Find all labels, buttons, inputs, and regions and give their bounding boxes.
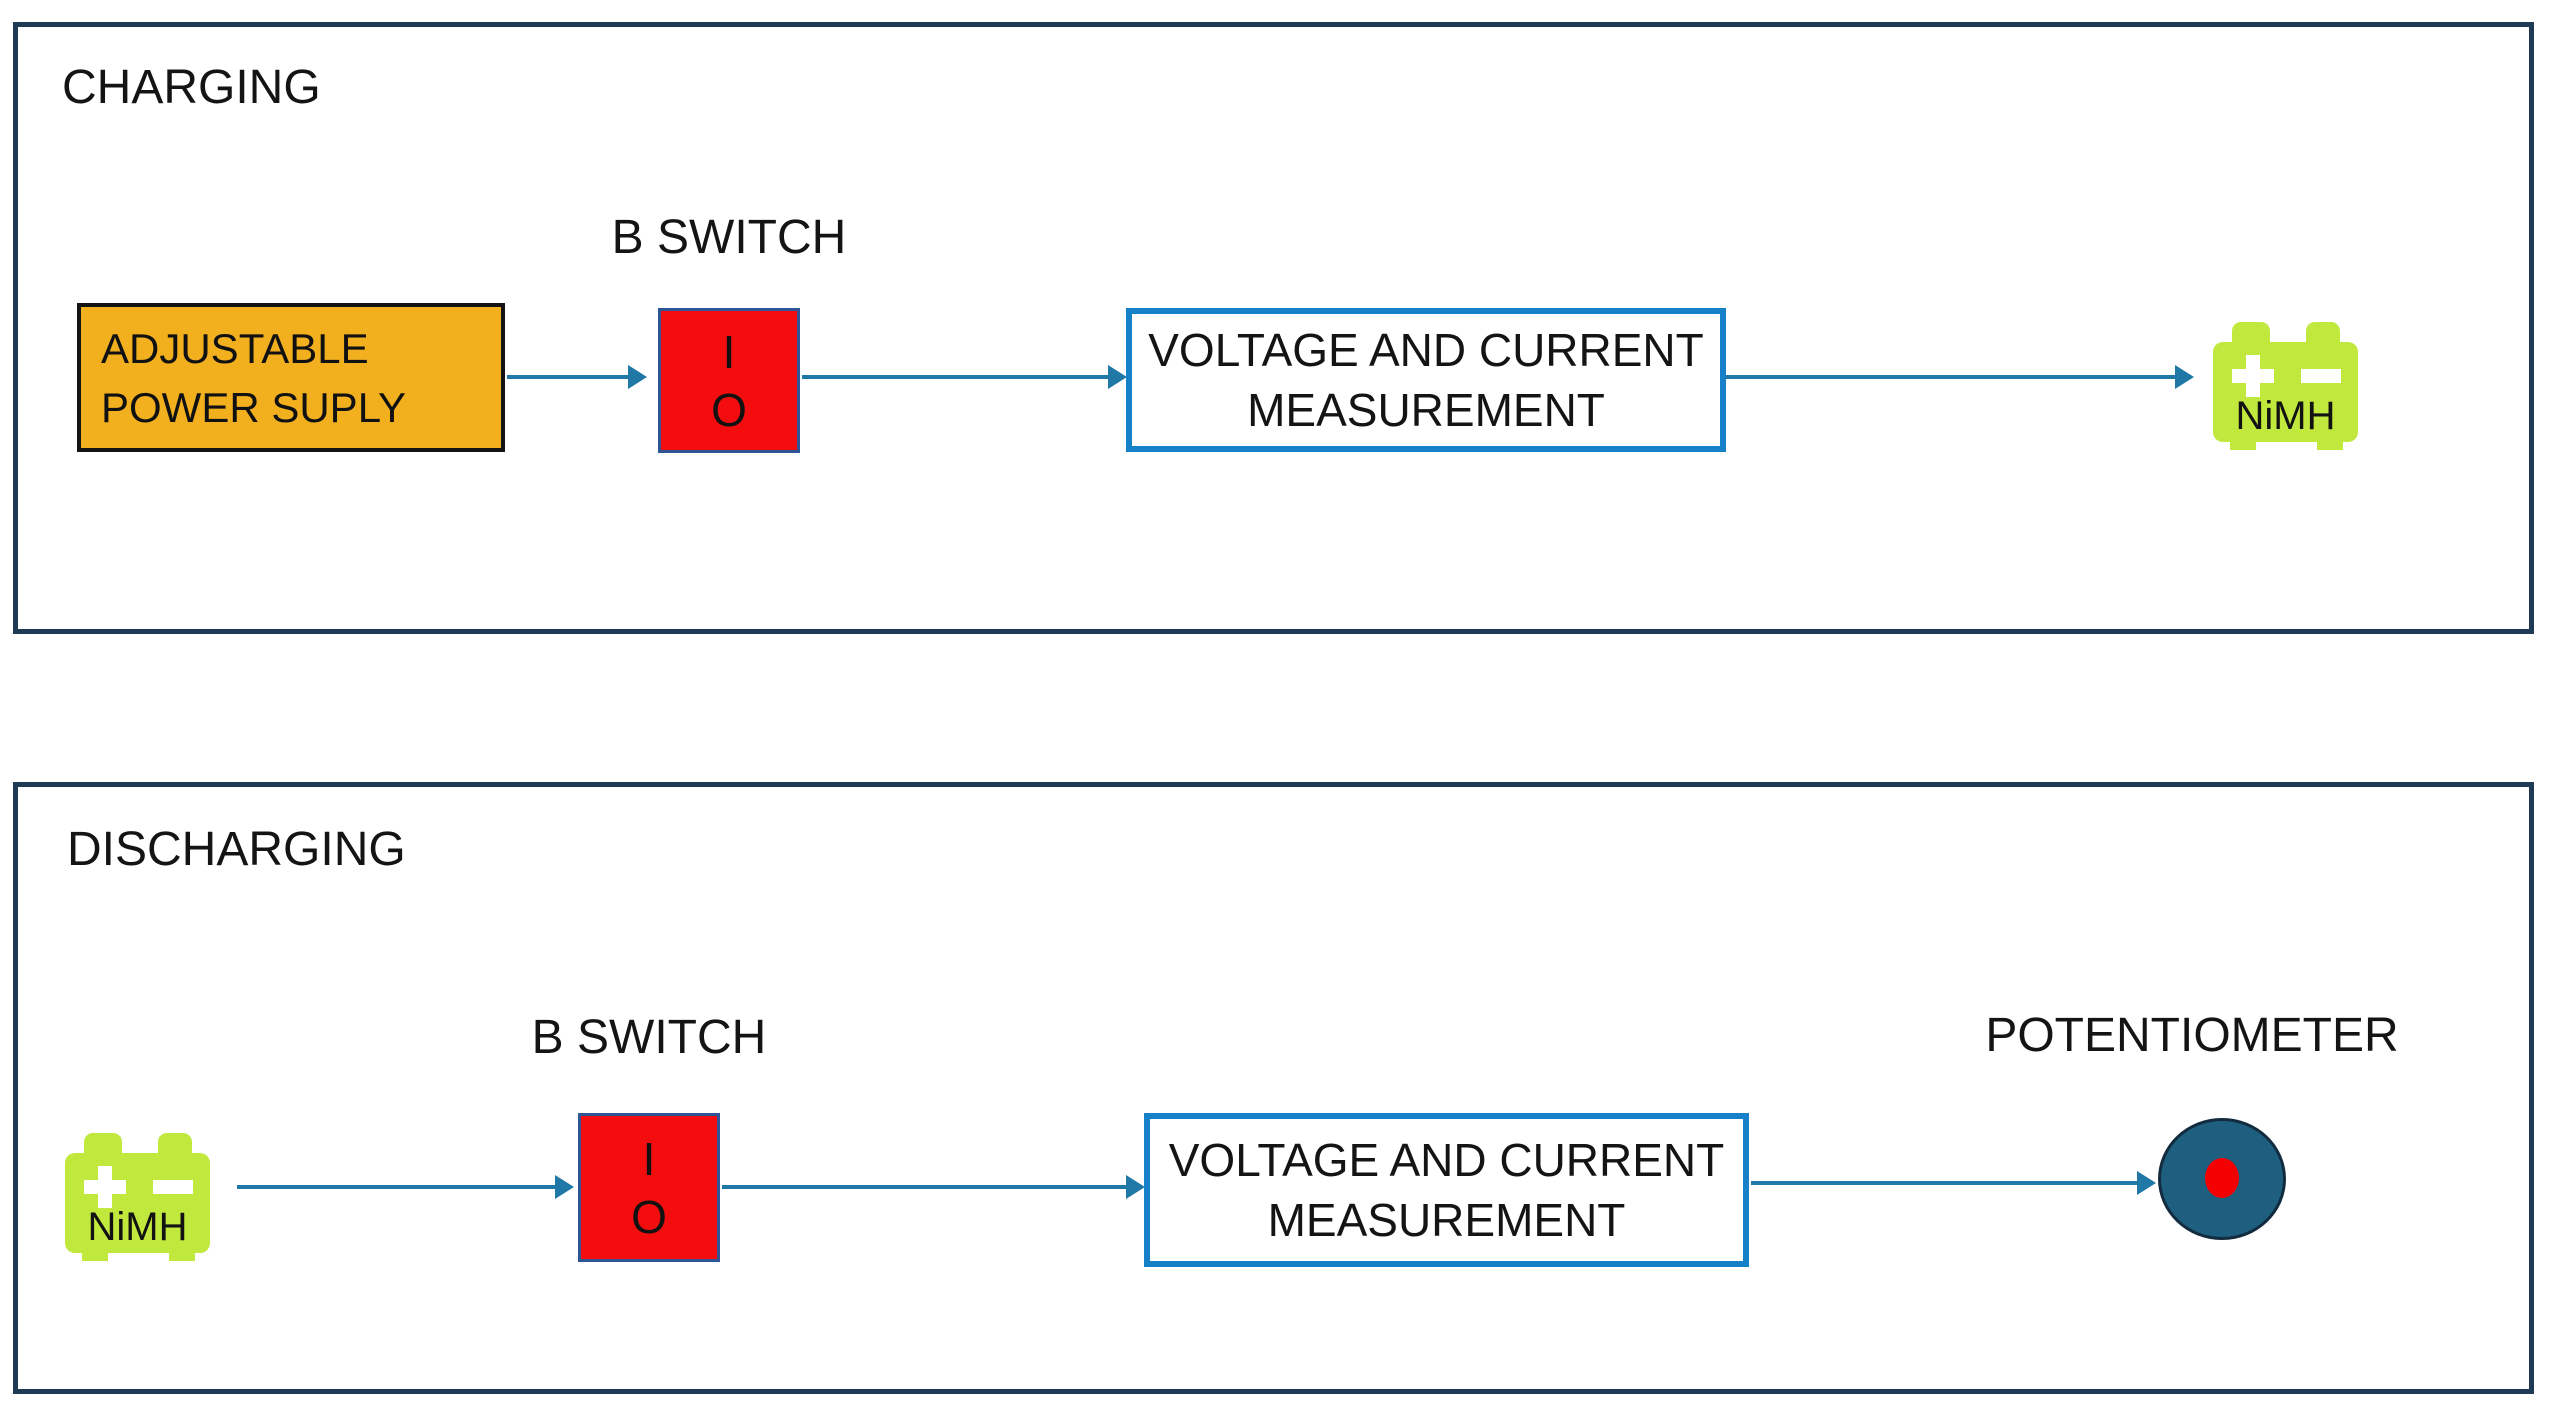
- arrow-head-icon: [555, 1175, 574, 1199]
- potentiometer-dot-icon: [2205, 1158, 2239, 1198]
- potentiometer-label: POTENTIOMETER: [1985, 1009, 2399, 1062]
- voltage-current-measurement-box: VOLTAGE AND CURRENT MEASUREMENT: [1144, 1113, 1749, 1267]
- switch-off-mark: O: [711, 383, 747, 436]
- measurement-line1: VOLTAGE AND CURRENT: [1148, 324, 1704, 376]
- arrow-head-icon: [1108, 365, 1127, 389]
- arrow-head-icon: [1126, 1175, 1145, 1199]
- potentiometer-knob-icon: [2158, 1118, 2286, 1240]
- battery-label: NiMH: [87, 1205, 188, 1249]
- arrow-shaft: [802, 375, 1108, 379]
- battery-body: [2213, 342, 2358, 442]
- arrow-shaft: [237, 1185, 555, 1189]
- battery-foot: [2230, 440, 2256, 450]
- measurement-line2: MEASUREMENT: [1247, 384, 1605, 436]
- battery-foot: [82, 1251, 108, 1261]
- arrow-head-icon: [2137, 1171, 2156, 1195]
- power-supply-line1: ADJUSTABLE: [101, 324, 369, 372]
- arrow-shaft: [507, 375, 628, 379]
- plus-icon: [84, 1180, 126, 1194]
- adjustable-power-supply-box: ADJUSTABLE POWER SUPLY: [77, 303, 505, 452]
- battery-foot: [2317, 440, 2343, 450]
- arrow-shaft: [1726, 375, 2175, 379]
- battery-foot: [169, 1251, 195, 1261]
- discharging-panel: DISCHARGING NiMH B SWITCH I O VOLTAGE: [13, 782, 2534, 1394]
- switch-on-mark: I: [722, 325, 736, 378]
- switch-off-mark: O: [631, 1190, 667, 1243]
- battery-body: [65, 1153, 210, 1253]
- plus-icon: [2232, 369, 2274, 383]
- power-supply-line2: POWER SUPLY: [101, 383, 406, 431]
- voltage-current-measurement-box: VOLTAGE AND CURRENT MEASUREMENT: [1126, 308, 1726, 452]
- charging-title: CHARGING: [62, 61, 321, 114]
- measurement-line2: MEASUREMENT: [1267, 1194, 1626, 1246]
- minus-icon: [2301, 369, 2341, 383]
- minus-icon: [153, 1180, 193, 1194]
- battery-icon: NiMH: [2213, 322, 2358, 450]
- b-switch-label: B SWITCH: [531, 1011, 767, 1064]
- battery-icon: NiMH: [65, 1133, 210, 1261]
- measurement-line1: VOLTAGE AND CURRENT: [1168, 1134, 1725, 1186]
- charging-panel: CHARGING ADJUSTABLE POWER SUPLY B SWITCH…: [13, 22, 2534, 634]
- b-switch-box: I O: [658, 308, 800, 453]
- arrow-head-icon: [2175, 365, 2194, 389]
- b-switch-label: B SWITCH: [611, 211, 847, 264]
- b-switch-box: I O: [578, 1113, 720, 1262]
- discharging-title: DISCHARGING: [67, 823, 406, 876]
- arrow-head-icon: [628, 365, 647, 389]
- battery-label: NiMH: [2235, 394, 2336, 438]
- switch-on-mark: I: [642, 1132, 656, 1185]
- arrow-shaft: [722, 1185, 1126, 1189]
- arrow-shaft: [1751, 1181, 2137, 1185]
